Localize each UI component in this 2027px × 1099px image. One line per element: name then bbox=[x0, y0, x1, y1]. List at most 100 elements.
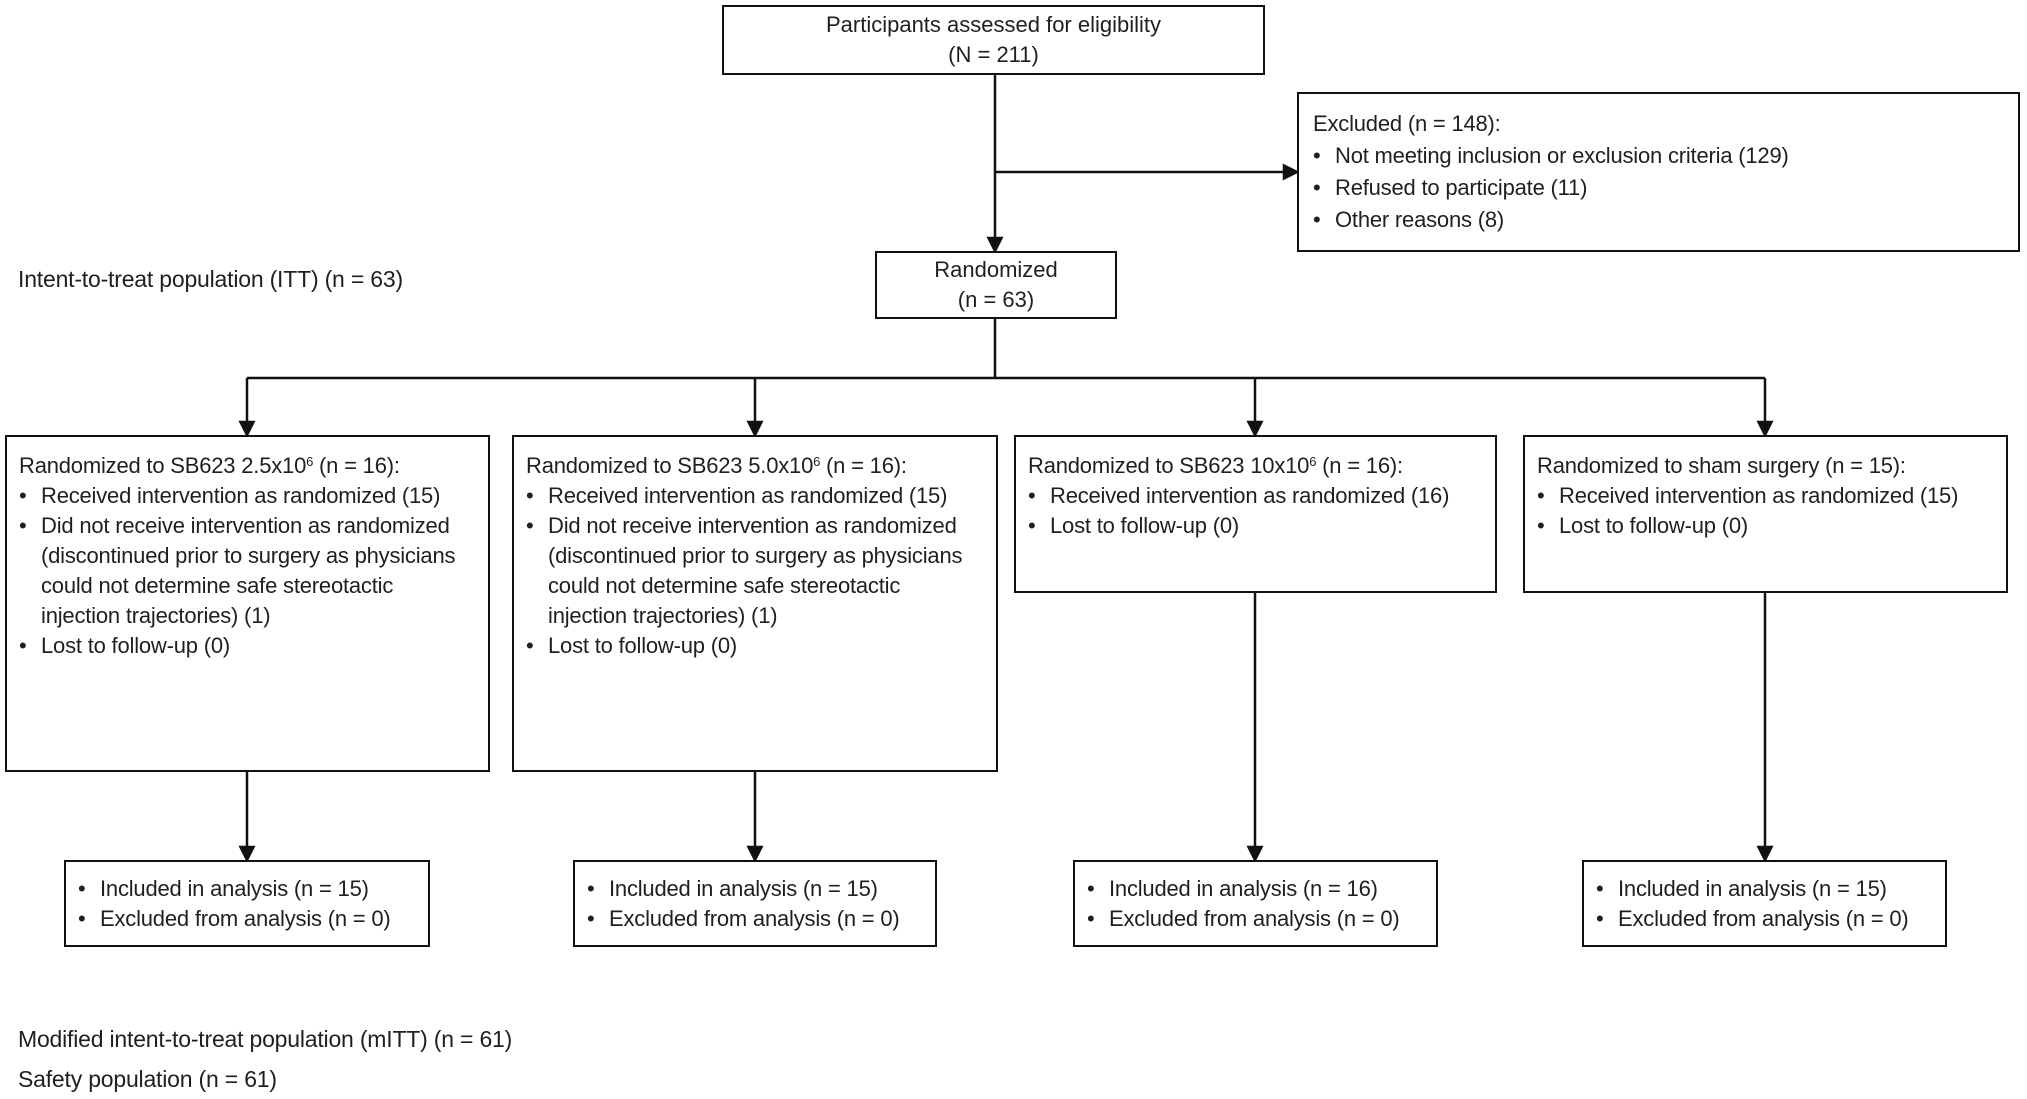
excluded-item: • Not meeting inclusion or exclusion cri… bbox=[1313, 140, 2004, 172]
excluded-box: Excluded (n = 148): • Not meeting inclus… bbox=[1297, 92, 2020, 252]
randomized-line2: (n = 63) bbox=[957, 287, 1035, 312]
analysis-box-4: • Included in analysis (n = 15) • Excluded… bbox=[1582, 860, 1947, 947]
analysis-item: • Included in analysis (n = 15) bbox=[587, 874, 923, 904]
arm-item: • Received intervention as randomized (15… bbox=[19, 481, 476, 511]
analysis-item: • Excluded from analysis (n = 0) bbox=[587, 904, 923, 934]
randomized-line1: Randomized bbox=[934, 257, 1058, 282]
bullet-icon: • bbox=[19, 633, 27, 658]
arrowhead-arm-1 bbox=[238, 420, 256, 438]
safety-population-label: Safety population (n = 61) bbox=[18, 1066, 277, 1092]
bullet-icon: • bbox=[1028, 513, 1036, 538]
itt-population-label: Intent-to-treat population (ITT) (n = 63… bbox=[18, 266, 403, 292]
bullet-icon: • bbox=[1313, 175, 1321, 200]
arm-item: • Did not receive intervention as randomi… bbox=[19, 511, 476, 631]
arm-item: • Did not receive intervention as randomi… bbox=[526, 511, 984, 631]
arm-title-text: (n = 16): bbox=[313, 453, 400, 478]
arm-item: • Lost to follow-up (0) bbox=[1537, 511, 1994, 541]
bullet-icon: • bbox=[526, 513, 534, 538]
excluded-item-text: Not meeting inclusion or exclusion crite… bbox=[1335, 143, 1789, 168]
analysis-item-text: Excluded from analysis (n = 0) bbox=[100, 905, 391, 931]
arm-title-superscript: 6 bbox=[1309, 454, 1317, 469]
analysis-item-text: Excluded from analysis (n = 0) bbox=[609, 905, 900, 931]
bullet-icon: • bbox=[78, 905, 86, 931]
bullet-icon: • bbox=[78, 875, 86, 901]
arm-title-text: (n = 16): bbox=[820, 453, 907, 478]
eligibility-line1: Participants assessed for eligibility bbox=[825, 12, 1162, 37]
arm-title-text: Randomized to SB623 5.0x10 bbox=[526, 453, 814, 478]
arm-box-sham-surgery: Randomized to sham surgery (n = 15): • Re… bbox=[1523, 435, 2008, 593]
arm-item-text: Received intervention as randomized (15) bbox=[1559, 483, 1959, 508]
arm-item-text: Received intervention as randomized (16) bbox=[1050, 483, 1450, 508]
bullet-icon: • bbox=[587, 905, 595, 931]
bullet-icon: • bbox=[1596, 875, 1604, 901]
arrowhead-arm-3 bbox=[1246, 420, 1264, 438]
bullet-icon: • bbox=[1537, 513, 1545, 538]
arrowhead-analysis-4 bbox=[1756, 845, 1774, 863]
arm-title-text: Randomized to sham surgery (n = 15): bbox=[1537, 453, 1906, 478]
analysis-item: • Excluded from analysis (n = 0) bbox=[78, 904, 416, 934]
arm-box-sb623-10: Randomized to SB623 10x106 (n = 16): •Re… bbox=[1014, 435, 1497, 593]
analysis-item-text: Excluded from analysis (n = 0) bbox=[1109, 905, 1400, 931]
bullet-icon: • bbox=[1537, 483, 1545, 508]
arm-title: Randomized to sham surgery (n = 15): bbox=[1537, 447, 1994, 481]
bullet-icon: • bbox=[1087, 905, 1095, 931]
bullet-icon: • bbox=[587, 875, 595, 901]
excluded-title: Excluded (n = 148): bbox=[1313, 111, 1501, 136]
arm-item: • Lost to follow-up (0) bbox=[526, 631, 984, 661]
arrowhead-excluded bbox=[1282, 163, 1300, 181]
arm-title-text: Randomized to SB623 2.5x10 bbox=[19, 453, 307, 478]
eligibility-line2: (N = 211) bbox=[948, 42, 1039, 67]
arm-box-sb623-2-5: Randomized to SB623 2.5x106 (n = 16): •R… bbox=[5, 435, 490, 772]
arm-box-sb623-5-0: Randomized to SB623 5.0x106 (n = 16): •R… bbox=[512, 435, 998, 772]
bullet-icon: • bbox=[19, 483, 27, 508]
analysis-item-text: Included in analysis (n = 16) bbox=[1109, 875, 1378, 901]
arrowhead-analysis-1 bbox=[238, 845, 256, 863]
randomized-box: Randomized (n = 63) bbox=[875, 251, 1117, 319]
excluded-item: • Other reasons (8) bbox=[1313, 204, 2004, 236]
arm-item-text: Received intervention as randomized (15) bbox=[548, 483, 948, 508]
arm-item-text: Lost to follow-up (0) bbox=[548, 633, 737, 658]
mitt-population-label: Modified intent-to-treat population (mIT… bbox=[18, 1026, 513, 1052]
arm-item-text: Received intervention as randomized (15) bbox=[41, 483, 441, 508]
arm-item: •Lost to follow-up (0) bbox=[1028, 511, 1483, 541]
analysis-box-1: • Included in analysis (n = 15) • Excluded… bbox=[64, 860, 430, 947]
arm-title: Randomized to SB623 5.0x106 (n = 16): bbox=[526, 447, 984, 481]
arm-item: • Received intervention as randomized (15… bbox=[526, 481, 984, 511]
arm-title: Randomized to SB623 2.5x106 (n = 16): bbox=[19, 447, 476, 481]
analysis-item-text: Included in analysis (n = 15) bbox=[1618, 875, 1887, 901]
arm-item-text: Did not receive intervention as randomiz… bbox=[548, 513, 963, 628]
analysis-item-text: Included in analysis (n = 15) bbox=[100, 875, 369, 901]
arm-item: • Received intervention as randomized (16… bbox=[1028, 481, 1483, 511]
arm-item-text: Did not receive intervention as randomiz… bbox=[41, 513, 456, 628]
bullet-icon: • bbox=[1596, 905, 1604, 931]
arrowhead-arm-4 bbox=[1756, 420, 1774, 438]
bullet-icon: • bbox=[1313, 207, 1321, 232]
eligibility-box: Participants assessed for eligibility (N… bbox=[722, 5, 1265, 75]
analysis-item: • Excluded from analysis (n = 0) bbox=[1087, 904, 1424, 934]
bullet-icon: • bbox=[1028, 483, 1036, 508]
arm-title-text: (n = 16): bbox=[1316, 453, 1403, 478]
bullet-icon: • bbox=[1087, 875, 1095, 901]
excluded-item-text: Refused to participate (11) bbox=[1335, 175, 1588, 200]
arm-item-text: Lost to follow-up (0) bbox=[41, 633, 230, 658]
arm-item-text: Lost to follow-up (0) bbox=[1559, 513, 1748, 538]
bullet-icon: • bbox=[19, 513, 27, 538]
bullet-icon: • bbox=[526, 633, 534, 658]
analysis-item: • Excluded from analysis (n = 0) bbox=[1596, 904, 1933, 934]
arrowhead-analysis-2 bbox=[746, 845, 764, 863]
arm-title-superscript: 6 bbox=[813, 454, 821, 469]
analysis-box-3: • Included in analysis (n = 16) • Excluded… bbox=[1073, 860, 1438, 947]
excluded-item-text: Other reasons (8) bbox=[1335, 207, 1505, 232]
arm-title-superscript: 6 bbox=[306, 454, 314, 469]
analysis-item: • Included in analysis (n = 16) bbox=[1087, 874, 1424, 904]
analysis-item: • Included in analysis (n = 15) bbox=[1596, 874, 1933, 904]
analysis-item-text: Excluded from analysis (n = 0) bbox=[1618, 905, 1909, 931]
arrowhead-analysis-3 bbox=[1246, 845, 1264, 863]
analysis-item-text: Included in analysis (n = 15) bbox=[609, 875, 878, 901]
arrowhead-arm-2 bbox=[746, 420, 764, 438]
excluded-item: • Refused to participate (11) bbox=[1313, 172, 2004, 204]
arm-item: • Lost to follow-up (0) bbox=[19, 631, 476, 661]
bullet-icon: • bbox=[526, 483, 534, 508]
bullet-icon: • bbox=[1313, 143, 1321, 168]
